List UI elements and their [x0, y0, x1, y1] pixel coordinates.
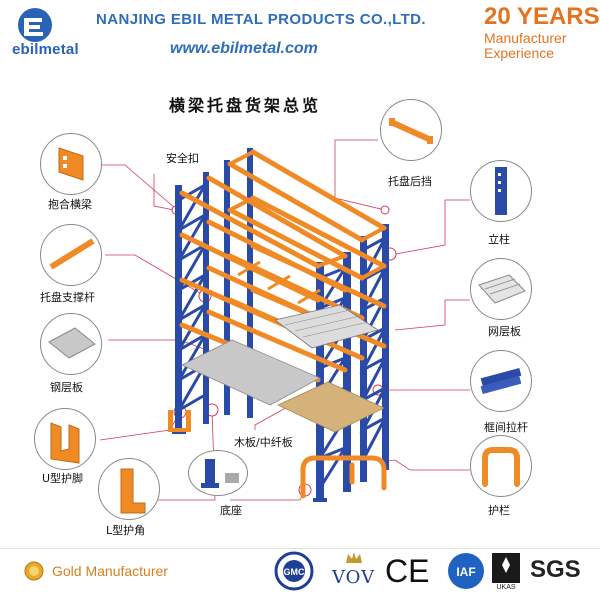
ce-mark: CE — [385, 553, 430, 589]
ukas-cert: UKAS — [490, 551, 522, 591]
steel-deck-thumb — [40, 313, 102, 375]
wire-deck-icon — [478, 274, 526, 304]
pallet-stop-thumb — [380, 99, 442, 161]
ebil-logo-icon — [18, 8, 52, 42]
label-guard-rail: 护栏 — [488, 504, 510, 517]
gold-medal-icon — [24, 561, 44, 581]
iaf-text: IAF — [456, 565, 475, 579]
rack-beams — [179, 149, 387, 383]
vov-text: VOV — [332, 567, 376, 588]
gold-manufacturer-text: Gold Manufacturer — [52, 563, 168, 579]
ukas-text: UKAS — [496, 584, 515, 591]
pallet-stop-icon — [389, 118, 433, 144]
u-guard-part — [168, 410, 191, 432]
years-line-1: Manufacturer — [484, 30, 567, 46]
box-beam-thumb — [40, 133, 102, 195]
label-pallet-support: 托盘支撑杆 — [40, 291, 95, 304]
wire-deck-shelf — [274, 304, 379, 349]
l-guard-thumb — [98, 458, 160, 520]
iaf-seal-icon: IAF — [448, 553, 484, 589]
rack-cross-beams — [229, 150, 385, 280]
pallet-support-thumb — [40, 224, 102, 286]
label-wood-board: 木板/中纤板 — [234, 436, 293, 449]
upright-icon — [495, 167, 507, 215]
steel-deck-icon — [48, 327, 96, 359]
vov-cert: VOV — [328, 551, 380, 591]
l-guard-icon — [120, 468, 146, 514]
u-guard-thumb — [34, 408, 96, 470]
iaf-cert: IAF — [446, 551, 486, 591]
gmc-seal-icon: GMC — [274, 551, 314, 591]
floor-guard-rail — [300, 455, 387, 499]
years-line-2: Experience — [484, 45, 555, 61]
frame-brace-icon — [480, 367, 522, 395]
label-base-plate: 底座 — [220, 504, 242, 517]
frame-brace-thumb — [470, 350, 532, 412]
experience-badge: 20 YEARS Manufacturer Experience — [484, 4, 600, 62]
label-upright: 立柱 — [488, 233, 510, 246]
footer-divider — [0, 548, 600, 549]
wire-deck-thumb — [470, 258, 532, 320]
sgs-mark: SGS — [530, 556, 581, 583]
label-frame-brace: 框间拉杆 — [484, 421, 528, 434]
guard-rail-thumb — [470, 435, 532, 497]
label-pallet-stop: 托盘后挡 — [388, 175, 432, 188]
ukas-seal-icon: UKAS — [492, 553, 520, 591]
base-plate-thumb — [188, 450, 248, 496]
label-box-beam: 抱合横梁 — [48, 198, 92, 211]
pallet-support-icon — [49, 238, 95, 270]
box-beam-icon — [58, 147, 84, 181]
label-l-guard: L型护角 — [106, 524, 146, 537]
header-banner — [0, 0, 600, 66]
wood-board-shelf — [277, 381, 385, 433]
label-wire-deck: 网层板 — [488, 325, 521, 338]
crown-icon — [346, 552, 362, 563]
label-u-guard: U型护脚 — [42, 472, 84, 485]
steel-deck-shelf — [181, 339, 321, 406]
company-name: NANJING EBIL METAL PRODUCTS CO.,LTD. — [96, 11, 426, 28]
years-count: 20 YEARS — [484, 3, 600, 30]
base-plate-icon — [201, 459, 239, 488]
label-safety-pin: 安全扣 — [166, 152, 199, 165]
pallet-supports — [237, 260, 321, 305]
website-url[interactable]: www.ebilmetal.com — [170, 40, 318, 57]
logo-text: ebilmetal — [12, 41, 79, 58]
diagram-title: 横梁托盘货架总览 — [169, 96, 322, 115]
gmc-text: GMC — [284, 567, 305, 577]
u-guard-icon — [50, 422, 80, 464]
gmc-cert: GMC — [272, 551, 316, 591]
upright-thumb — [470, 160, 532, 222]
label-steel-deck: 钢层板 — [50, 381, 83, 394]
guard-rail-icon — [482, 447, 520, 487]
